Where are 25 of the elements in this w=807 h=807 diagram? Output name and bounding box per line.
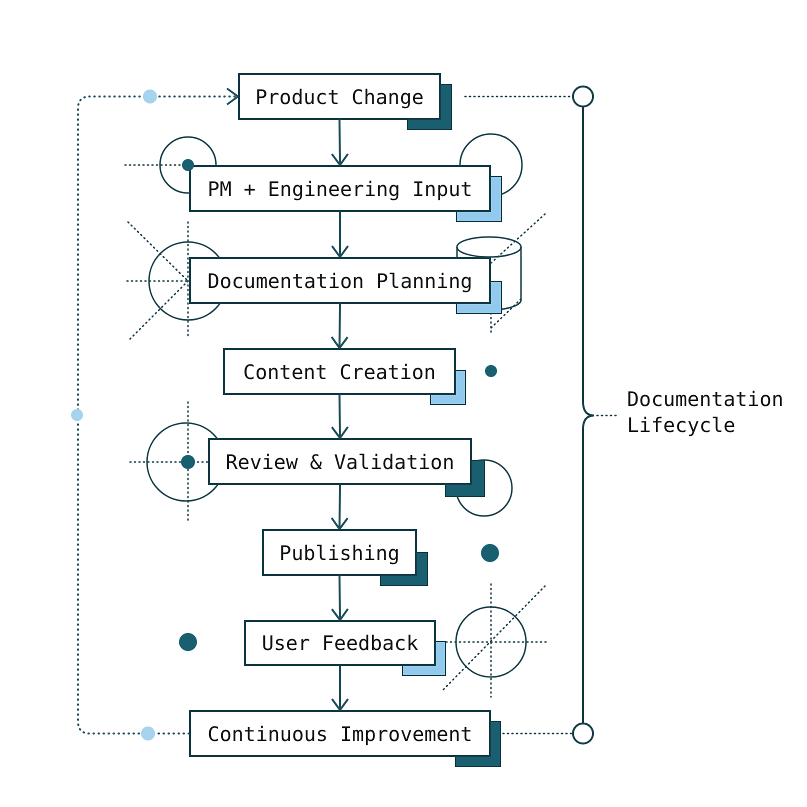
process-box bbox=[189, 165, 491, 212]
step-label: Continuous Improvement bbox=[208, 722, 472, 746]
process-box bbox=[238, 73, 441, 120]
arrow bbox=[330, 304, 349, 349]
step-label: Documentation Planning bbox=[208, 268, 472, 292]
arrow bbox=[331, 666, 349, 711]
process-box bbox=[208, 438, 472, 485]
bracket-label: Documentation Lifecycle bbox=[627, 386, 785, 438]
arrow bbox=[330, 120, 349, 166]
arrow bbox=[330, 484, 349, 530]
step-label: User Feedback bbox=[262, 631, 418, 655]
step-label: Product Change bbox=[255, 84, 424, 108]
step-label: Publishing bbox=[279, 540, 400, 564]
arrow bbox=[330, 576, 349, 621]
process-box bbox=[189, 257, 491, 304]
arrow bbox=[330, 394, 349, 439]
process-box bbox=[189, 710, 491, 757]
step-label: PM + Engineering Input bbox=[208, 176, 472, 200]
dotted-arrow bbox=[77, 88, 239, 734]
step-label: Content Creation bbox=[243, 360, 436, 384]
process-box bbox=[262, 529, 417, 576]
step-label: Review & Validation bbox=[226, 450, 454, 474]
process-box bbox=[223, 348, 456, 395]
process-box bbox=[244, 620, 436, 666]
arrow bbox=[331, 212, 349, 258]
